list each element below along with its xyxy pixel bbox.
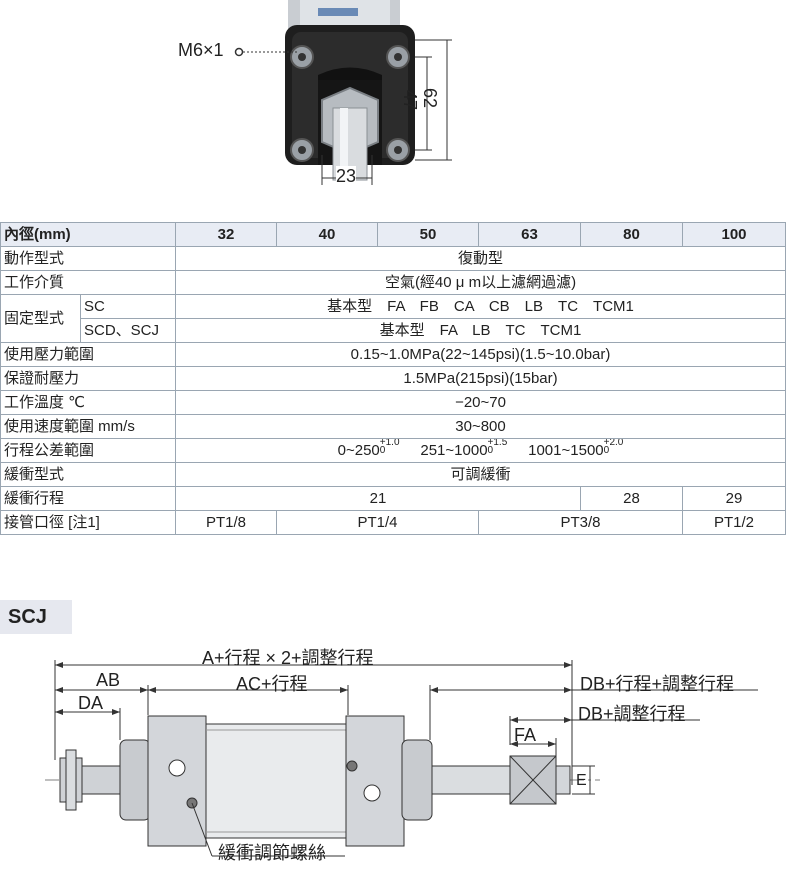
row-value: 30~800 xyxy=(175,414,787,439)
row-sublabel: SC xyxy=(79,294,177,319)
table-row: 緩衝型式 可調緩衝 xyxy=(0,462,787,487)
row-value: PT1/8 xyxy=(175,510,278,535)
row-value: 可調緩衝 xyxy=(175,462,787,487)
cushion-screw-label: 緩衝調節螺絲 xyxy=(218,843,326,863)
row-label: 使用壓力範圍 xyxy=(0,342,177,367)
thread-label: M6×1 xyxy=(178,40,224,60)
tol-range-2: 251~1000 xyxy=(420,442,488,459)
dim-62-label: 62 xyxy=(420,88,440,109)
table-row: 工作介質 空氣(經40 μ m以上濾網過濾) xyxy=(0,270,787,295)
row-value: 28 xyxy=(580,486,684,511)
dim-db-label: DB+調整行程 xyxy=(578,704,686,724)
tol-lo-2: 0 xyxy=(487,445,494,456)
bore-50: 50 xyxy=(377,222,480,247)
row-value: −20~70 xyxy=(175,390,787,415)
tol-up-3: +2.0 xyxy=(603,438,624,448)
row-value: 復動型 xyxy=(175,246,787,271)
row-value: 21 xyxy=(175,486,582,511)
table-row: 使用速度範圍 mm/s 30~800 xyxy=(0,414,787,439)
cylinder-end-photo xyxy=(234,0,452,185)
row-value: PT1/4 xyxy=(276,510,480,535)
row-sublabel: SCD、SCJ xyxy=(79,318,177,343)
tol-range-1: 0~250 xyxy=(337,442,380,459)
table-row: 固定型式 SC 基本型 FA FB CA CB LB TC TCM1 xyxy=(0,294,787,343)
row-value: 29 xyxy=(682,486,787,511)
row-label: 工作介質 xyxy=(0,270,177,295)
row-label: 緩衝行程 xyxy=(0,486,177,511)
dim-a-label: A+行程 × 2+調整行程 xyxy=(202,648,374,668)
dim-ac-label: AC+行程 xyxy=(236,674,308,694)
row-value: PT3/8 xyxy=(478,510,684,535)
row-label: 固定型式 xyxy=(0,294,81,343)
row-value: 1.5MPa(215psi)(15bar) xyxy=(175,366,787,391)
dim-47-label: 47 xyxy=(400,90,420,111)
scj-dimension-drawing xyxy=(45,660,758,857)
row-value: PT1/2 xyxy=(682,510,787,535)
tol-up-2: +1.5 xyxy=(487,438,508,448)
section-title: SCJ xyxy=(0,600,72,634)
tol-range-3: 1001~1500 xyxy=(528,442,604,459)
dim-ab-label: AB xyxy=(96,670,121,690)
row-label: 使用速度範圍 mm/s xyxy=(0,414,177,439)
row-value: 空氣(經40 μ m以上濾網過濾) xyxy=(175,270,787,295)
dim-23-label: 23 xyxy=(336,166,357,187)
row-value: 基本型 FA LB TC TCM1 xyxy=(175,318,787,343)
dim-da-label: DA xyxy=(78,693,104,713)
row-value: 基本型 FA FB CA CB LB TC TCM1 xyxy=(175,294,787,319)
dim-e-label: E xyxy=(576,772,587,789)
dim-fa-label: FA xyxy=(514,725,537,745)
row-label: 動作型式 xyxy=(0,246,177,271)
table-row: 保證耐壓力 1.5MPa(215psi)(15bar) xyxy=(0,366,787,391)
tol-lo-3: 0 xyxy=(603,445,610,456)
bore-80: 80 xyxy=(580,222,684,247)
row-value: 0.15~1.0MPa(22~145psi)(1.5~10.0bar) xyxy=(175,342,787,367)
table-header-row: 內徑(mm) 32 40 50 63 80 100 xyxy=(0,222,787,247)
table-row: 使用壓力範圍 0.15~1.0MPa(22~145psi)(1.5~10.0ba… xyxy=(0,342,787,367)
row-label: 行程公差範圍 xyxy=(0,438,177,463)
table-row: 工作溫度 ℃ −20~70 xyxy=(0,390,787,415)
table-row: 動作型式 復動型 xyxy=(0,246,787,271)
bore-32: 32 xyxy=(175,222,278,247)
row-label: 工作溫度 ℃ xyxy=(0,390,177,415)
bore-header: 內徑(mm) xyxy=(0,222,177,247)
row-label: 保證耐壓力 xyxy=(0,366,177,391)
dim-db-stroke-label: DB+行程+調整行程 xyxy=(580,674,735,694)
row-label: 緩衝型式 xyxy=(0,462,177,487)
table-row: 緩衝行程 21 28 29 xyxy=(0,486,787,511)
bore-40: 40 xyxy=(276,222,379,247)
bore-100: 100 xyxy=(682,222,787,247)
spec-table: 內徑(mm) 32 40 50 63 80 100 動作型式 復動型 工作介質 … xyxy=(0,222,787,535)
tol-lo-1: 0 xyxy=(379,445,386,456)
table-row: 接管口徑 [注1] PT1/8 PT1/4 PT3/8 PT1/2 xyxy=(0,510,787,535)
table-row: SCD、SCJ 基本型 FA LB TC TCM1 xyxy=(1,318,787,343)
bore-63: 63 xyxy=(478,222,582,247)
row-label: 接管口徑 [注1] xyxy=(0,510,177,535)
tol-up-1: +1.0 xyxy=(379,438,400,448)
